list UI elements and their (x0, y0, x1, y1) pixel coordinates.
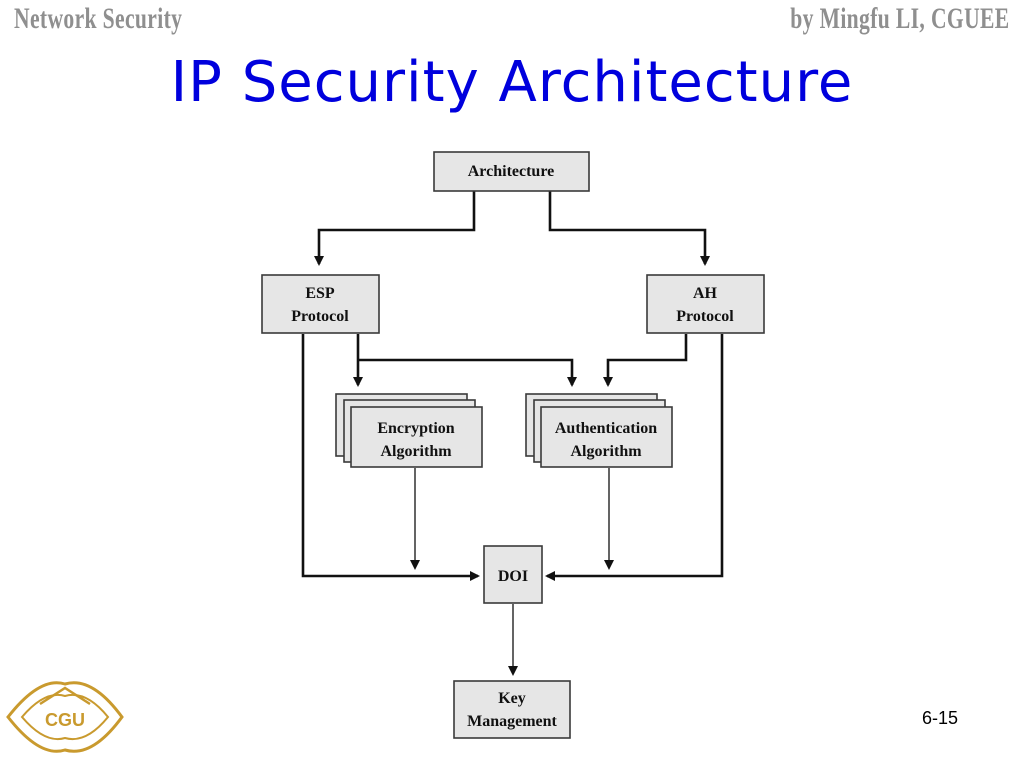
node-esp-label-line1: ESP (305, 285, 335, 302)
arrow-ah-to-authentication (603, 334, 688, 387)
node-authentication-label-line1: Authentication (555, 420, 657, 437)
node-architecture-label: Architecture (468, 163, 554, 180)
cgu-logo: CGU (6, 681, 124, 753)
node-encryption-label-line2: Algorithm (380, 443, 452, 460)
node-ah-label-line1: AH (693, 285, 718, 302)
node-encryption-algorithm: Encryption Algorithm (335, 393, 483, 468)
header-course-title: Network Security (14, 2, 183, 35)
node-architecture: Architecture (433, 151, 590, 192)
arrow-architecture-to-esp (314, 191, 476, 266)
header-author: by Mingfu LI, CGUEE (790, 2, 1010, 35)
node-ah-label-line2: Protocol (676, 308, 734, 325)
node-esp-label-line2: Protocol (291, 308, 349, 325)
node-esp-protocol: ESP Protocol (261, 274, 380, 334)
node-authentication-algorithm: Authentication Algorithm (525, 393, 673, 468)
arrow-esp-to-doi (301, 334, 480, 581)
node-ah-protocol: AH Protocol (646, 274, 765, 334)
connectors (301, 191, 724, 676)
node-doi: DOI (483, 545, 543, 604)
node-encryption-label-line1: Encryption (377, 420, 454, 437)
arrow-architecture-to-ah (548, 191, 710, 266)
cgu-logo-text: CGU (45, 710, 85, 730)
node-key-label-line1: Key (498, 690, 526, 707)
node-doi-label: DOI (498, 568, 528, 585)
node-key-management: Key Management (453, 680, 571, 739)
arrow-esp-to-authentication (358, 358, 577, 387)
node-authentication-label-line2: Algorithm (570, 443, 642, 460)
slide-number: 6-15 (922, 708, 959, 728)
node-key-label-line2: Management (467, 713, 557, 730)
slide-title: IP Security Architecture (170, 50, 854, 115)
arrow-ah-to-doi (545, 334, 724, 581)
